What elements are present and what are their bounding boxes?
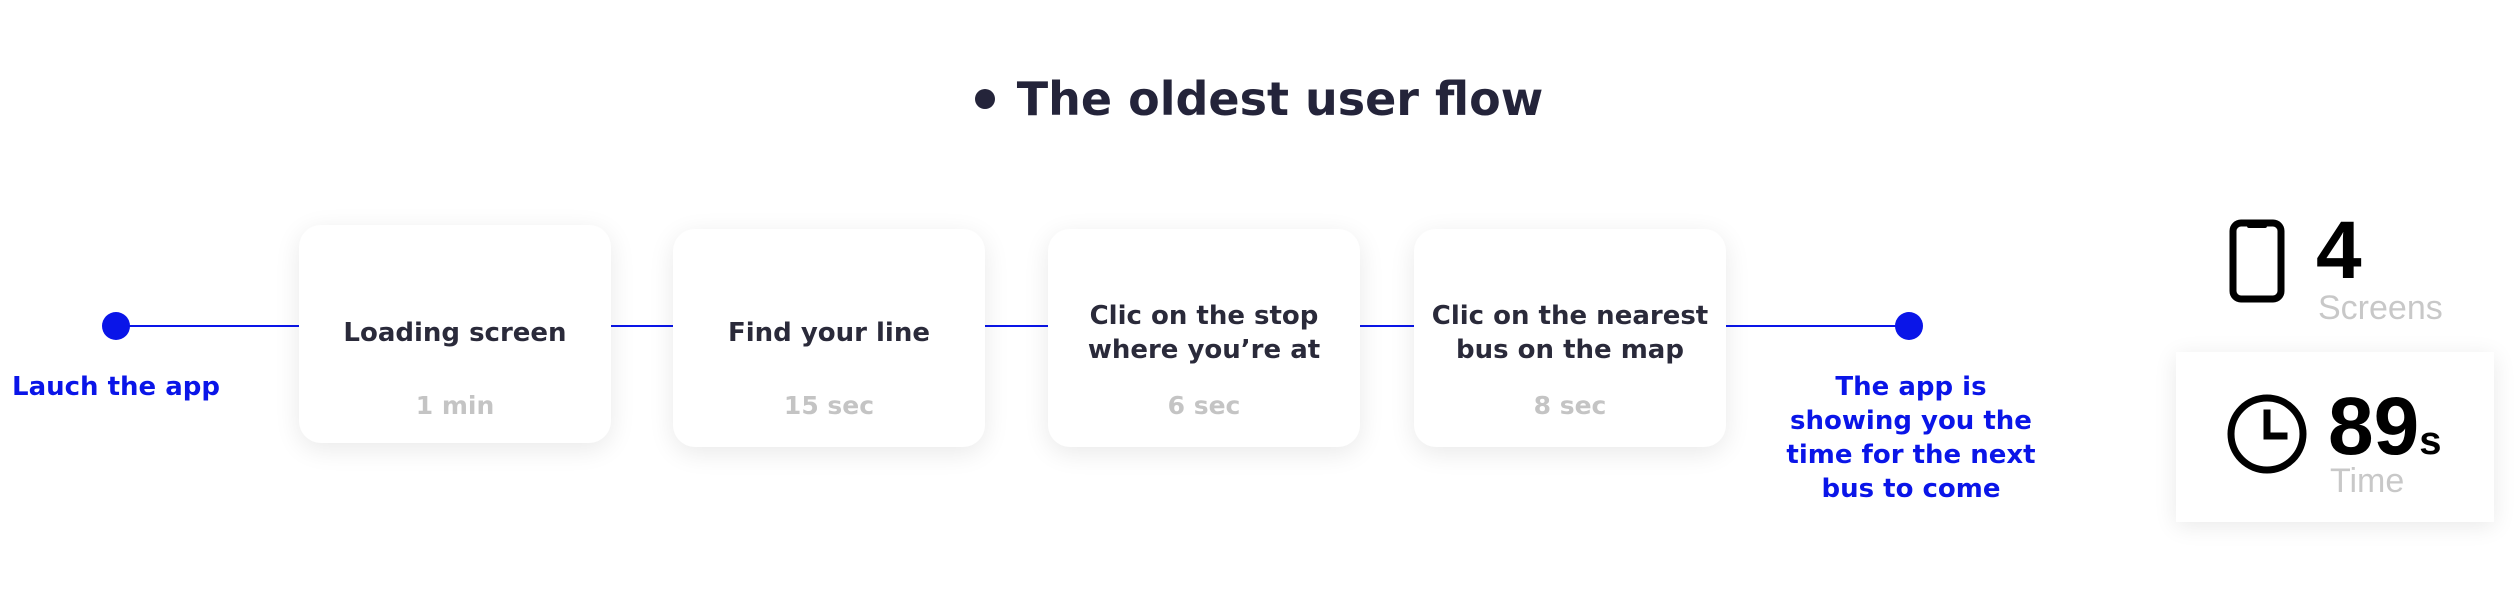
total-time-label: Time bbox=[2330, 462, 2405, 500]
flow-start-dot bbox=[102, 312, 130, 340]
title-bullet-icon bbox=[974, 88, 995, 109]
total-time-value: 89s bbox=[2328, 386, 2441, 468]
page-title: The oldest user flow bbox=[0, 72, 2518, 126]
step-duration: 8 sec bbox=[1533, 391, 1607, 420]
flow-connector bbox=[984, 325, 1050, 327]
flow-step-card: Loading screen 1 min bbox=[299, 225, 611, 443]
step-title: Find your line bbox=[727, 318, 930, 348]
flow-step-card: Clic on the nearest bus on the map 8 sec bbox=[1414, 229, 1726, 447]
flow-start-label: Lauch the app bbox=[12, 372, 220, 402]
step-duration: 6 sec bbox=[1167, 391, 1241, 420]
page-title-text: The oldest user flow bbox=[1016, 72, 1544, 126]
flow-connector bbox=[609, 325, 675, 327]
step-title: Loading screen bbox=[343, 318, 567, 348]
flow-connector bbox=[116, 325, 301, 327]
total-time-unit: s bbox=[2419, 419, 2442, 463]
flow-step-card: Clic on the stop where you’re at 6 sec bbox=[1048, 229, 1360, 447]
step-duration: 15 sec bbox=[783, 391, 875, 420]
step-title: Clic on the nearest bus on the map bbox=[1431, 301, 1709, 365]
flow-step-card: Find your line 15 sec bbox=[673, 229, 985, 447]
flow-connector bbox=[1358, 325, 1416, 327]
clock-icon bbox=[2227, 394, 2307, 474]
total-time-number: 89 bbox=[2328, 381, 2420, 472]
smartphone-icon bbox=[2229, 219, 2285, 303]
screens-label: Screens bbox=[2318, 289, 2443, 327]
flow-end-label: The app is showing you the time for the … bbox=[1786, 372, 2036, 504]
flow-connector bbox=[1724, 325, 1909, 327]
flow-end-dot bbox=[1895, 312, 1923, 340]
step-duration: 1 min bbox=[415, 391, 495, 420]
screens-count: 4 bbox=[2316, 205, 2362, 296]
step-title: Clic on the stop where you’re at bbox=[1087, 301, 1321, 365]
